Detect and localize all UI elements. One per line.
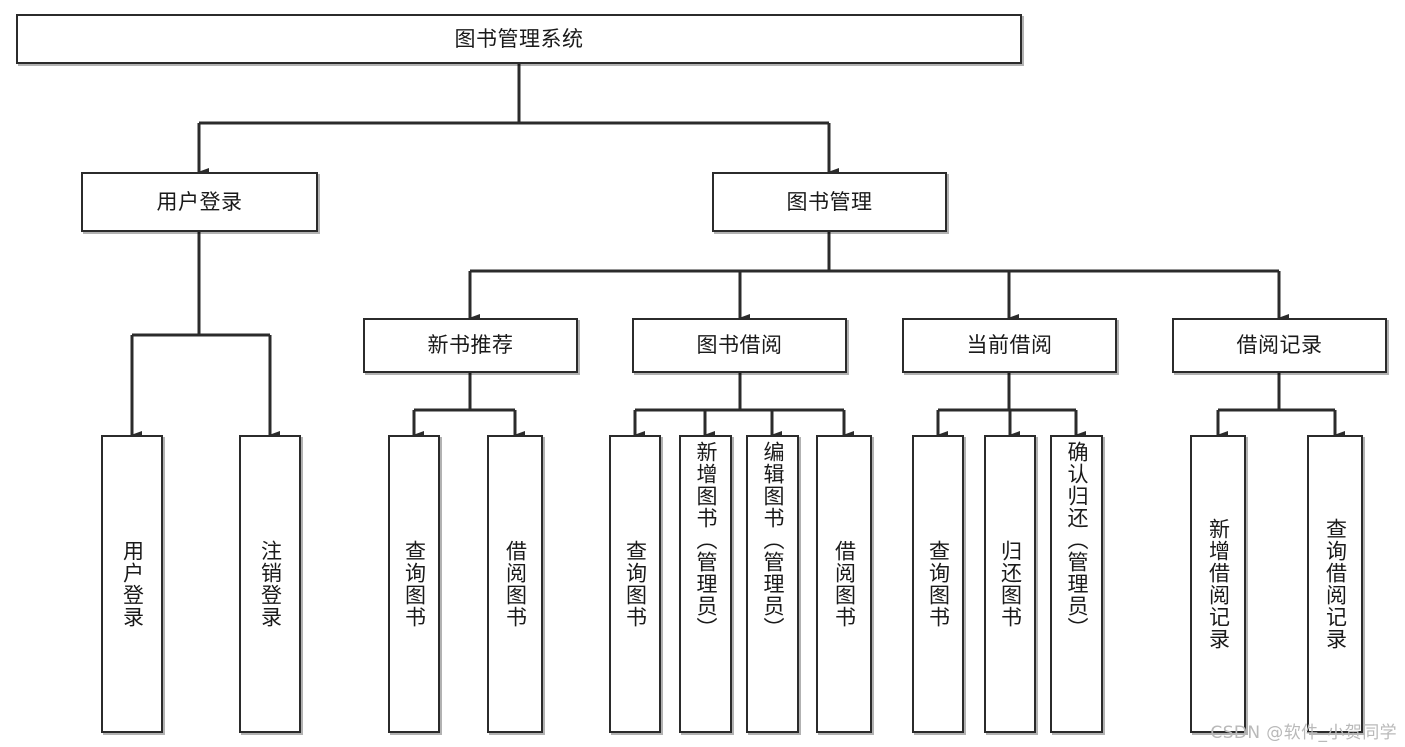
node-leaf-logout-label: 注销登录 <box>258 540 283 628</box>
node-book-borrow-label: 图书借阅 <box>696 333 783 358</box>
node-new-book-recommend-label: 新书推荐 <box>427 333 514 358</box>
node-user-login-label: 用户登录 <box>156 189 243 214</box>
node-book-borrow[interactable]: 图书借阅 <box>632 318 847 373</box>
node-borrow-record[interactable]: 借阅记录 <box>1172 318 1387 373</box>
node-leaf-user-login[interactable]: 用户登录 <box>101 435 163 733</box>
node-leaf-borrow-book-2-label: 借阅图书 <box>832 540 857 628</box>
node-leaf-query-book-2[interactable]: 查询图书 <box>609 435 661 733</box>
node-leaf-query-book-3-label: 查询图书 <box>926 540 951 628</box>
node-book-manage-label: 图书管理 <box>786 189 873 214</box>
node-leaf-add-record-label: 新增借阅记录 <box>1206 518 1231 650</box>
node-current-borrow[interactable]: 当前借阅 <box>902 318 1117 373</box>
node-current-borrow-label: 当前借阅 <box>966 333 1053 358</box>
node-leaf-edit-book[interactable]: 编辑图书（管理员） <box>746 435 799 733</box>
node-leaf-query-record-label: 查询借阅记录 <box>1323 518 1348 650</box>
node-leaf-return-book-label: 归还图书 <box>998 540 1023 628</box>
node-leaf-query-record[interactable]: 查询借阅记录 <box>1307 435 1363 733</box>
node-leaf-user-login-label: 用户登录 <box>120 540 145 628</box>
node-root[interactable]: 图书管理系统 <box>16 14 1022 64</box>
node-leaf-add-record[interactable]: 新增借阅记录 <box>1190 435 1246 733</box>
node-user-login[interactable]: 用户登录 <box>81 172 318 232</box>
node-leaf-borrow-book-1-label: 借阅图书 <box>503 540 528 628</box>
node-leaf-query-book-3[interactable]: 查询图书 <box>912 435 964 733</box>
node-leaf-confirm-return[interactable]: 确认归还（管理员） <box>1050 435 1103 733</box>
node-leaf-query-book-1-label: 查询图书 <box>402 540 427 628</box>
node-root-label: 图书管理系统 <box>454 26 584 51</box>
node-leaf-edit-book-label: 编辑图书（管理员） <box>760 441 785 639</box>
node-book-manage[interactable]: 图书管理 <box>712 172 947 232</box>
node-leaf-query-book-1[interactable]: 查询图书 <box>388 435 440 733</box>
node-leaf-borrow-book-2[interactable]: 借阅图书 <box>816 435 872 733</box>
node-leaf-add-book-label: 新增图书（管理员） <box>693 441 718 639</box>
node-new-book-recommend[interactable]: 新书推荐 <box>363 318 578 373</box>
node-leaf-add-book[interactable]: 新增图书（管理员） <box>679 435 732 733</box>
node-leaf-query-book-2-label: 查询图书 <box>623 540 648 628</box>
node-borrow-record-label: 借阅记录 <box>1236 333 1323 358</box>
node-leaf-return-book[interactable]: 归还图书 <box>984 435 1036 733</box>
node-leaf-logout[interactable]: 注销登录 <box>239 435 301 733</box>
node-leaf-confirm-return-label: 确认归还（管理员） <box>1064 441 1089 639</box>
node-leaf-borrow-book-1[interactable]: 借阅图书 <box>487 435 543 733</box>
